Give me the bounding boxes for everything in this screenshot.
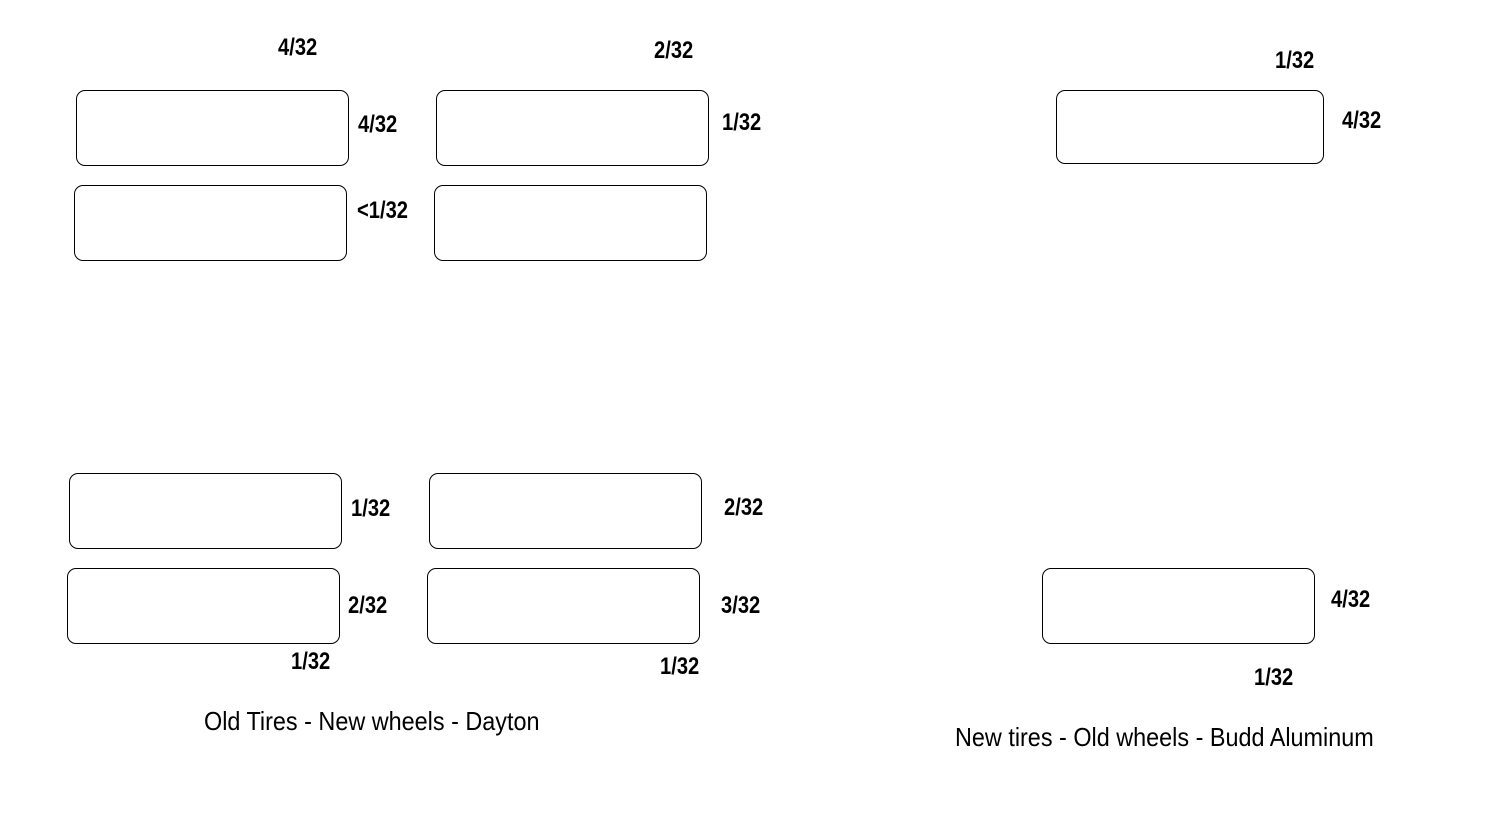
reading-rear-right-bottom: 1/32 <box>660 653 700 680</box>
caption-right-group: New tires - Old wheels - Budd Aluminum <box>955 722 1374 752</box>
reading-rear-left-upper: 1/32 <box>351 495 391 522</box>
reading-new-rear-side: 4/32 <box>1331 586 1371 613</box>
reading-front-left-side: 4/32 <box>358 111 398 138</box>
reading-front-right-top: 2/32 <box>654 37 694 64</box>
reading-rear-right-lower: 3/32 <box>721 592 761 619</box>
reading-front-right-side: 1/32 <box>722 109 762 136</box>
tire-rear-right-lower <box>427 568 700 644</box>
reading-rear-left-lower: 2/32 <box>348 592 388 619</box>
tire-rear-left-lower <box>67 568 340 644</box>
caption-left-group: Old Tires - New wheels - Dayton <box>204 706 540 736</box>
reading-new-front-top: 1/32 <box>1275 47 1315 74</box>
reading-front-left-second: <1/32 <box>357 197 409 224</box>
tire-rear-right-upper <box>429 473 702 549</box>
tire-front-right-outer <box>436 90 709 166</box>
tire-rear-left-upper <box>69 473 342 549</box>
tire-front-left-inner <box>74 185 347 261</box>
reading-rear-right-upper: 2/32 <box>724 494 764 521</box>
tire-front-left-outer <box>76 90 349 166</box>
tire-front-right-inner <box>434 185 707 261</box>
reading-front-left-top: 4/32 <box>278 34 318 61</box>
reading-new-rear-bottom: 1/32 <box>1254 664 1294 691</box>
tire-new-front <box>1056 90 1324 164</box>
tire-new-rear <box>1042 568 1315 644</box>
reading-new-front-side: 4/32 <box>1342 107 1382 134</box>
reading-rear-left-bottom: 1/32 <box>291 648 331 675</box>
